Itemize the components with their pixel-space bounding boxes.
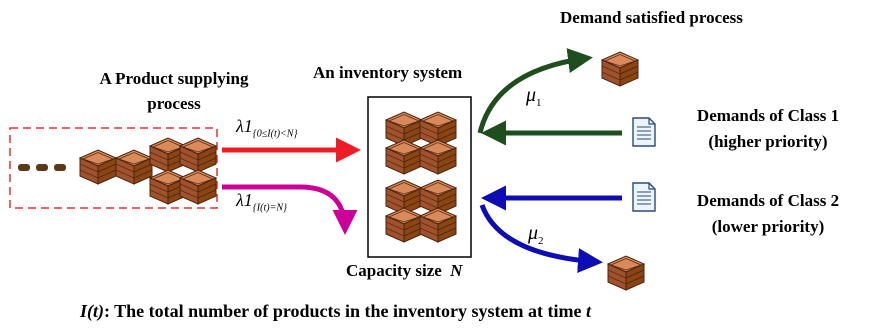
- blocked-rate-condition: {I(t)=N}: [252, 202, 287, 214]
- mu1-label: μ1: [526, 84, 542, 109]
- supply-label-line2: process: [147, 94, 201, 113]
- class2-label-line2: (lower priority): [711, 217, 825, 236]
- class1-label-line1: Demands of Class 1: [696, 106, 840, 125]
- inventory-crates: [385, 111, 457, 243]
- satisfied-crate-top: [601, 51, 639, 87]
- supply-rate-label: λ1{0≤I(t)<N}: [236, 116, 297, 140]
- class2-service-arrow: [479, 204, 603, 274]
- class1-label-line2: (higher priority): [708, 132, 828, 151]
- mu1-symbol: μ: [526, 84, 537, 106]
- inventory-title: An inventory system: [313, 63, 463, 82]
- mu2-subscript: 2: [538, 235, 544, 247]
- class1-document-icon: [632, 117, 656, 147]
- supply-process-label: A Product supplying process: [64, 66, 284, 116]
- queue-dots: [18, 164, 66, 171]
- class1-service-arrow: [477, 48, 593, 134]
- class1-label: Demands of Class 1 (higher priority): [668, 103, 868, 155]
- footer-caption: I(t): The total number of products in th…: [80, 301, 591, 322]
- mu1-subscript: 1: [536, 97, 542, 109]
- footer-time-symbol: t: [585, 301, 591, 321]
- supply-label-line1: A Product supplying: [99, 69, 249, 88]
- class2-label: Demands of Class 2 (lower priority): [668, 188, 868, 240]
- mu2-symbol: μ: [528, 222, 539, 244]
- footer-symbol: I(t): [80, 301, 104, 321]
- satisfied-crate-bottom: [607, 255, 645, 291]
- mu2-label: μ2: [528, 222, 544, 247]
- capacity-symbol: N: [450, 261, 463, 280]
- demand-satisfied-label: Demand satisfied process: [560, 8, 743, 27]
- blocked-rate-label: λ1{I(t)=N}: [236, 190, 287, 214]
- blocked-supply-arrow: [222, 184, 358, 235]
- footer-text: : The total number of products in the in…: [104, 301, 582, 321]
- supply-crates: [79, 137, 217, 205]
- class2-document-icon: [632, 182, 656, 212]
- supply-rate-condition: {0≤I(t)<N}: [252, 128, 298, 140]
- capacity-label: Capacity size N: [346, 261, 462, 281]
- inventory-box: [367, 96, 472, 258]
- supply-dashed-box: [9, 127, 218, 209]
- class2-label-line1: Demands of Class 2: [696, 191, 840, 210]
- blocked-rate-lambda: λ1: [236, 190, 253, 210]
- supply-rate-lambda: λ1: [236, 116, 253, 136]
- capacity-text: Capacity size: [346, 261, 442, 280]
